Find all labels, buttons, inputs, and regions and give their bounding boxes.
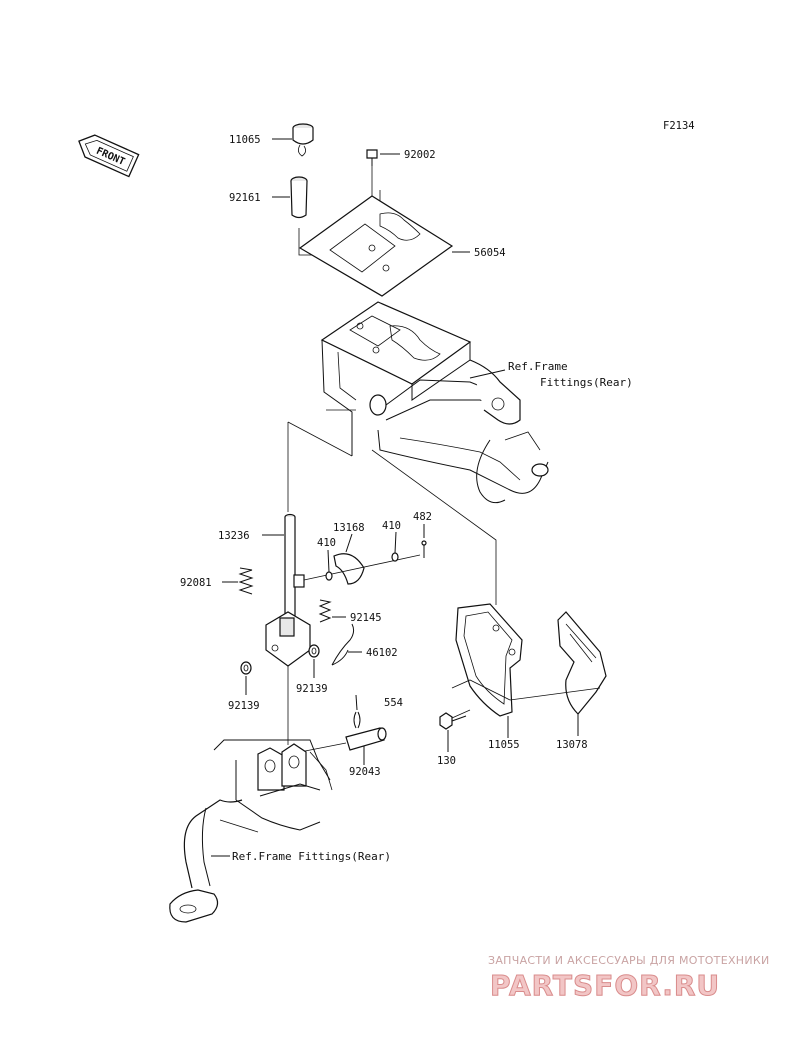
part-spring-92145 [318, 599, 346, 623]
part-lever-housing [265, 611, 311, 745]
ref-frame-rear-line1: Ref.Frame [508, 360, 568, 373]
guide-lines-lower [451, 679, 601, 719]
label-13236: 13236 [218, 530, 250, 542]
guide-lines [287, 409, 497, 605]
part-bushing-92139-b [308, 644, 320, 678]
ref-frame-rear-line2: Fittings(Rear) [540, 376, 633, 389]
label-11065: 11065 [229, 134, 261, 146]
label-92161: 92161 [229, 192, 261, 204]
label-56054: 56054 [474, 247, 506, 259]
label-92139-a: 92139 [228, 700, 260, 712]
part-lower-frame [169, 739, 333, 923]
part-pin-482 [421, 524, 427, 558]
label-482: 482 [413, 511, 432, 523]
label-410-b: 410 [382, 520, 401, 532]
label-554: 554 [384, 697, 403, 709]
label-130: 130 [437, 755, 456, 767]
label-92043: 92043 [349, 766, 381, 778]
label-92145: 92145 [350, 612, 382, 624]
ref-frame-bottom: Ref.Frame Fittings(Rear) [232, 850, 391, 863]
front-arrow-icon: FRONT [78, 134, 140, 178]
part-bushing-92139-a [240, 661, 252, 695]
part-bolt-130 [439, 712, 467, 752]
label-13168: 13168 [333, 522, 365, 534]
part-washer-410-b [391, 531, 399, 562]
part-washer-410-a [325, 549, 333, 581]
label-410-a: 410 [317, 537, 336, 549]
part-gate-plate-56054 [298, 195, 470, 297]
part-frame-bracket [320, 301, 549, 504]
part-spring-92081 [222, 567, 254, 595]
part-link-13168 [303, 533, 421, 585]
watermark-tagline: ЗАПЧАСТИ И АКСЕССУАРЫ ДЛЯ МОТОТЕХНИКИ [488, 954, 770, 967]
part-knob-11065 [272, 123, 314, 157]
label-13078: 13078 [556, 739, 588, 751]
label-92139-b: 92139 [296, 683, 328, 695]
part-pin-92043 [299, 727, 387, 765]
diagram-code: F2134 [663, 120, 695, 132]
label-11055: 11055 [488, 739, 520, 751]
part-bracket-46102 [331, 623, 362, 666]
label-92002: 92002 [404, 149, 436, 161]
part-cotter-554 [353, 694, 361, 729]
label-92081: 92081 [180, 577, 212, 589]
part-cover-11055 [455, 603, 523, 738]
part-guard-13078 [557, 611, 607, 736]
label-46102: 46102 [366, 647, 398, 659]
watermark-brand: PARTSFOR.RU [490, 969, 720, 1002]
part-shaft-13236 [262, 513, 305, 631]
